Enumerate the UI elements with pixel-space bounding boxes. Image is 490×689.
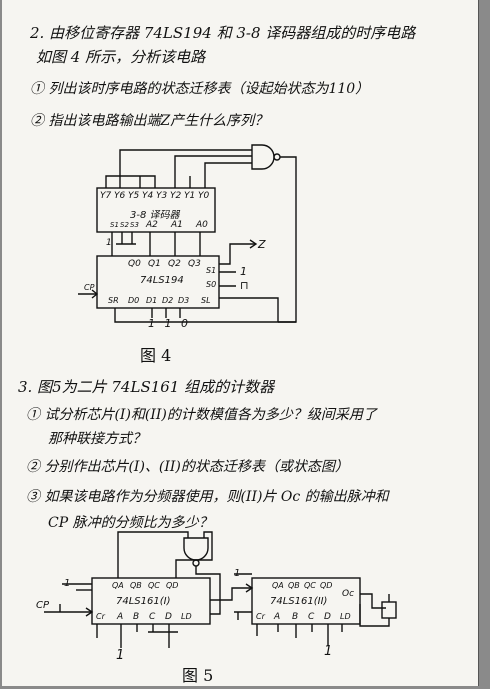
decoder-output-y0: Y0 — [198, 191, 210, 201]
exam-sheet — [2, 0, 479, 686]
register-output-q2: Q2 — [168, 259, 181, 269]
problem3-item3a: ③ 如果该电路作为分频器使用，则(II)片 Oc 的输出脉冲和 — [26, 489, 389, 505]
decoder-output-y1: Y1 — [184, 191, 196, 201]
figure5-caption: 图 5 — [182, 666, 214, 685]
chip2-qa: QA — [272, 581, 284, 590]
chip1-d: D — [165, 612, 172, 622]
figure4-caption: 图 4 — [140, 346, 172, 365]
chip2-d: D — [324, 612, 331, 622]
problem3-item2: ② 分别作出芯片(I)、(II)的状态迁移表（或状态图） — [26, 459, 349, 475]
problem2-line2: 如图 4 所示，分析该电路 — [36, 48, 206, 66]
chip2-qc: QC — [304, 581, 316, 590]
problem2-line1: 2. 由移位寄存器 74LS194 和 3-8 译码器组成的时序电路 — [30, 24, 416, 42]
chip1-ld: LD — [181, 612, 192, 621]
decoder-input-s3: S3 — [130, 221, 139, 229]
chip2-ld: LD — [340, 612, 351, 621]
chip2-c: C — [308, 612, 315, 622]
register-input-sr: SR — [108, 296, 119, 305]
decoder-input-a0: A0 — [196, 220, 208, 230]
register-input-d1: D1 — [146, 296, 158, 305]
s1-value: 1 — [240, 265, 247, 278]
chip2-b: B — [292, 612, 299, 622]
problem3-item3b: CP 脉冲的分频比为多少？ — [48, 515, 213, 531]
chip1-qc: QC — [148, 581, 160, 590]
fig5-cp-label: CP — [36, 600, 50, 611]
register-output-q0: Q0 — [128, 259, 141, 269]
decoder-output-y2: Y2 — [170, 191, 182, 201]
s0-value: ⊓ — [240, 279, 249, 292]
chip2-qb: QB — [288, 581, 300, 590]
chip2-a: A — [274, 612, 281, 622]
decoder-output-y5: Y5 — [128, 191, 140, 201]
chip1-qb: QB — [130, 581, 142, 590]
decoder-input-s2: S2 — [120, 221, 129, 229]
chip1-a: A — [117, 612, 124, 622]
chip2-qd: QD — [320, 581, 333, 590]
decoder-name: 3-8 译码器 — [130, 210, 180, 221]
fig5-one-bottom: 1 — [116, 648, 125, 663]
decoder-output-y6: Y6 — [114, 191, 126, 201]
problem2-item2: ② 指出该电路输出端Z产生什么序列？ — [30, 113, 269, 129]
register-s0-label: S0 — [206, 280, 217, 289]
register-input-cp: CP — [84, 283, 95, 292]
chip1-b: B — [133, 612, 140, 622]
register-name: 74LS194 — [140, 275, 184, 286]
problem3-item1a: ① 试分析芯片(I)和(II)的计数模值各为多少？级间采用了 — [26, 407, 377, 423]
fig5-one-left: 1 — [64, 578, 71, 589]
decoder-input-a2: A2 — [146, 220, 158, 230]
register-s1-label: S1 — [206, 266, 217, 275]
chip2-cr: Cr — [256, 612, 265, 621]
chip1-name: 74LS161(I) — [116, 596, 171, 607]
decoder-output-y3: Y3 — [156, 191, 168, 201]
register-input-sl: SL — [201, 296, 211, 305]
problem3-item1b: 那种联接方式？ — [48, 431, 146, 447]
chip1-cr: Cr — [96, 612, 105, 621]
chip1-qd: QD — [166, 581, 179, 590]
chip1-qa: QA — [112, 581, 124, 590]
decoder-input-a1: A1 — [171, 220, 183, 230]
output-z: Z — [258, 238, 266, 251]
decoder-output-y4: Y4 — [142, 191, 154, 201]
problem2-item1: ① 列出该时序电路的状态迁移表（设起始状态为110） — [30, 81, 370, 97]
decoder-input-s1: S1 — [110, 221, 119, 229]
chip2-oc: Oc — [342, 589, 355, 599]
chip1-c: C — [149, 612, 156, 622]
fig5-one-mid: 1 — [234, 568, 241, 579]
register-input-d2: D2 — [162, 296, 174, 305]
problem3-line1: 3. 图5为二片 74LS161 组成的计数器 — [18, 378, 275, 396]
register-input-d3: D3 — [178, 296, 190, 305]
enable-one: 1 — [106, 238, 112, 248]
decoder-output-y7: Y7 — [100, 191, 112, 201]
register-output-q1: Q1 — [148, 259, 161, 269]
register-output-q3: Q3 — [188, 259, 201, 269]
chip2-name: 74LS161(II) — [270, 596, 328, 607]
fig5-one-bottom2: 1 — [324, 644, 333, 659]
data-bits: 1 1 0 — [148, 317, 191, 330]
register-input-d0: D0 — [128, 296, 140, 305]
